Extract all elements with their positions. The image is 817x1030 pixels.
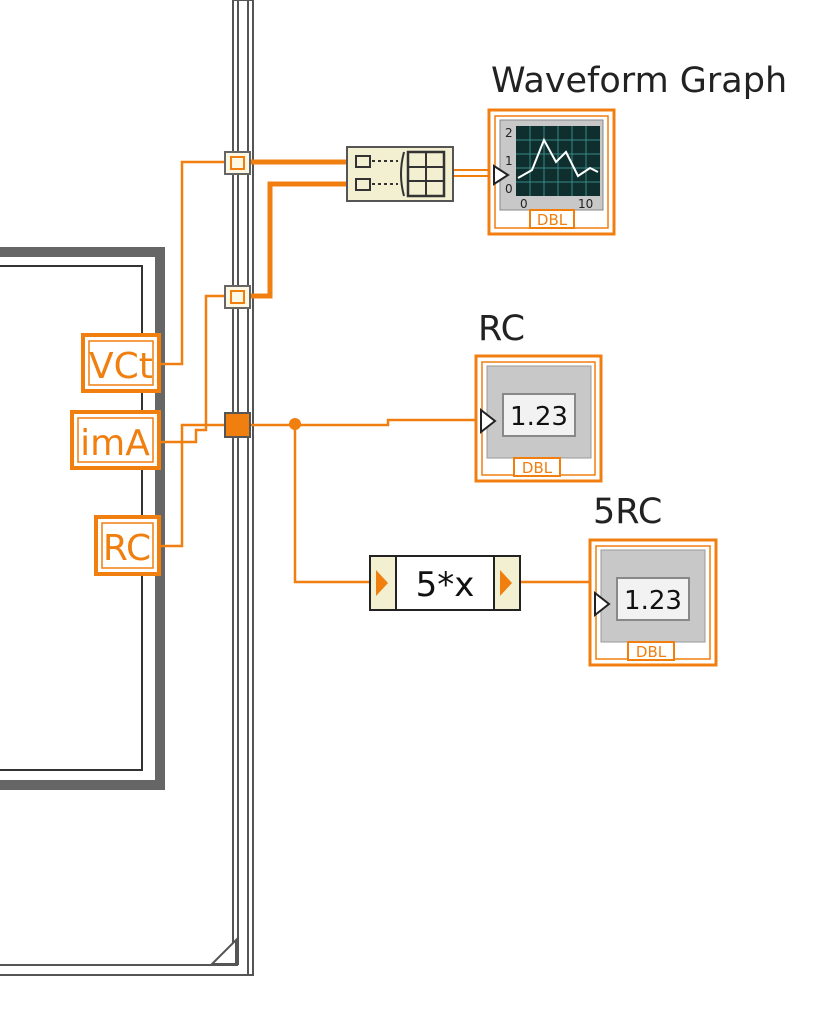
tunnel-top[interactable] bbox=[224, 151, 251, 175]
five-rc-indicator-value: 1.23 bbox=[624, 586, 682, 616]
waveform-graph-type: DBL bbox=[537, 211, 568, 229]
expression-output-arrow bbox=[500, 570, 512, 596]
rc-indicator-value: 1.23 bbox=[510, 402, 568, 432]
terminal-vct-label: VCt bbox=[89, 346, 153, 387]
graph-tick-y2: 2 bbox=[505, 126, 513, 140]
terminal-rc[interactable]: RC bbox=[94, 515, 161, 576]
expression-node[interactable]: 5*x bbox=[369, 555, 521, 611]
expression-text: 5*x bbox=[416, 565, 475, 605]
wire-junction bbox=[289, 418, 301, 430]
build-array-icon[interactable] bbox=[346, 146, 454, 202]
wire-array-bottom bbox=[250, 181, 348, 299]
rc-indicator-label: RC bbox=[478, 309, 525, 349]
outer-loop-frame bbox=[0, 0, 254, 976]
graph-input-arrow bbox=[493, 164, 510, 186]
tunnel-scalar[interactable] bbox=[224, 412, 251, 438]
waveform-graph-label: Waveform Graph bbox=[491, 61, 787, 101]
wires bbox=[160, 159, 597, 600]
wire-ima bbox=[160, 294, 226, 444]
wire-rc-indicator bbox=[250, 418, 480, 427]
graph-tick-x0: 0 bbox=[520, 197, 528, 211]
waveform-graph-icon: 2 1 0 0 10 bbox=[505, 126, 600, 211]
rc-indicator[interactable]: RC 1.23 DBL bbox=[474, 309, 603, 483]
five-rc-input-arrow bbox=[594, 590, 611, 618]
terminal-vct[interactable]: VCt bbox=[81, 333, 161, 393]
graph-tick-y1: 1 bbox=[505, 154, 513, 168]
graph-tick-y0: 0 bbox=[505, 182, 513, 196]
graph-tick-x10: 10 bbox=[578, 197, 593, 211]
terminal-ima[interactable]: imA bbox=[70, 410, 161, 470]
wire-rc bbox=[160, 423, 226, 548]
terminal-rc-label: RC bbox=[103, 528, 151, 569]
wire-branch-formula bbox=[293, 424, 372, 584]
wire-5rc bbox=[518, 580, 597, 600]
rc-indicator-type: DBL bbox=[522, 459, 553, 477]
expression-input-arrow bbox=[376, 570, 388, 596]
waveform-graph-indicator[interactable]: Waveform Graph 2 1 0 0 10 bbox=[487, 61, 787, 236]
terminal-ima-label: imA bbox=[80, 423, 150, 464]
five-rc-indicator-label: 5RC bbox=[593, 492, 662, 532]
loop-condition-terminal[interactable] bbox=[209, 937, 237, 965]
wire-vct bbox=[160, 160, 226, 366]
tunnel-middle[interactable] bbox=[224, 285, 251, 309]
five-rc-indicator[interactable]: 5RC 1.23 DBL bbox=[588, 492, 718, 667]
rc-input-arrow bbox=[480, 407, 497, 435]
five-rc-indicator-type: DBL bbox=[636, 643, 667, 661]
